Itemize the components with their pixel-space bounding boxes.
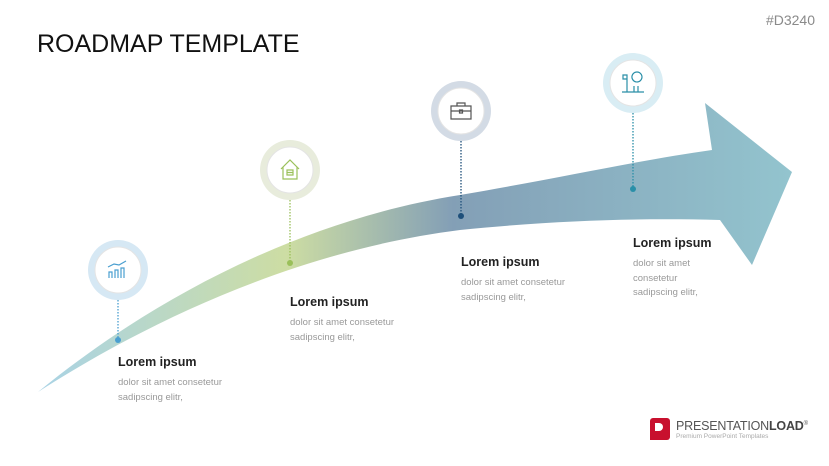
logo-brand-light: PRESENTATION bbox=[676, 418, 769, 433]
milestone-description: dolor sit amet consetetur sadipscing elit… bbox=[461, 276, 581, 305]
milestone-text: Lorem ipsum dolor sit amet consetetur sadi… bbox=[118, 355, 238, 405]
milestone-pin bbox=[603, 53, 663, 192]
description-line: sadipscing elitr, bbox=[633, 287, 698, 298]
logo-mark-icon bbox=[650, 418, 670, 440]
house-icon bbox=[280, 159, 300, 180]
milestone-pin bbox=[88, 240, 148, 343]
description-line: dolor sit amet consetetur bbox=[290, 317, 395, 328]
connector-dot bbox=[630, 186, 636, 192]
milestone-pin bbox=[260, 140, 320, 266]
roadmap-arrow bbox=[38, 103, 792, 392]
milestone-title: Lorem ipsum bbox=[461, 255, 540, 269]
description-line: sadipscing elitr, bbox=[118, 391, 183, 403]
milestone-text: Lorem ipsum dolor sit amet consetetur sadi… bbox=[461, 255, 581, 305]
logo-brand-bold: LOAD bbox=[768, 418, 804, 433]
milestone-text: Lorem ipsum dolor sit amet consetetur sadip… bbox=[633, 236, 753, 301]
description-line: consetetur bbox=[633, 272, 678, 284]
chart-growth-icon bbox=[107, 260, 127, 278]
briefcase-icon bbox=[450, 102, 472, 120]
description-line: dolor sit amet consetetur bbox=[461, 277, 566, 288]
description-line: dolor sit amet bbox=[633, 258, 691, 269]
milestone-title: Lorem ipsum bbox=[290, 295, 369, 309]
connector-dot bbox=[458, 213, 464, 219]
lightbulb-flag-icon bbox=[622, 71, 644, 93]
description-line: dolor sit amet consetetur bbox=[118, 377, 223, 388]
slide-code: #D3240 bbox=[765, 12, 815, 28]
milestone-text: Lorem ipsum dolor sit amet consetetur sadi… bbox=[290, 295, 410, 345]
milestone-title: Lorem ipsum bbox=[633, 236, 712, 250]
logo-tagline: Premium PowerPoint Templates bbox=[676, 432, 769, 440]
description-line: sadipscing elitr, bbox=[461, 291, 526, 303]
milestone-title: Lorem ipsum bbox=[118, 355, 197, 369]
milestone-description: dolor sit amet consetetur sadipscing elit… bbox=[118, 376, 238, 405]
presentationload-logo: PRESENTATIONLOAD® Premium PowerPoint Tem… bbox=[650, 418, 808, 440]
logo-reg: ® bbox=[803, 420, 808, 427]
description-line: sadipscing elitr, bbox=[290, 331, 355, 343]
milestone-description: dolor sit amet consetetur sadipscing elit… bbox=[290, 316, 410, 345]
milestone-description: dolor sit amet consetetur sadipscing elitr… bbox=[633, 257, 753, 301]
page-title: ROADMAP TEMPLATE bbox=[37, 30, 300, 58]
connector-dot bbox=[287, 260, 293, 266]
milestone-pin bbox=[431, 81, 491, 219]
connector-dot bbox=[115, 337, 121, 343]
